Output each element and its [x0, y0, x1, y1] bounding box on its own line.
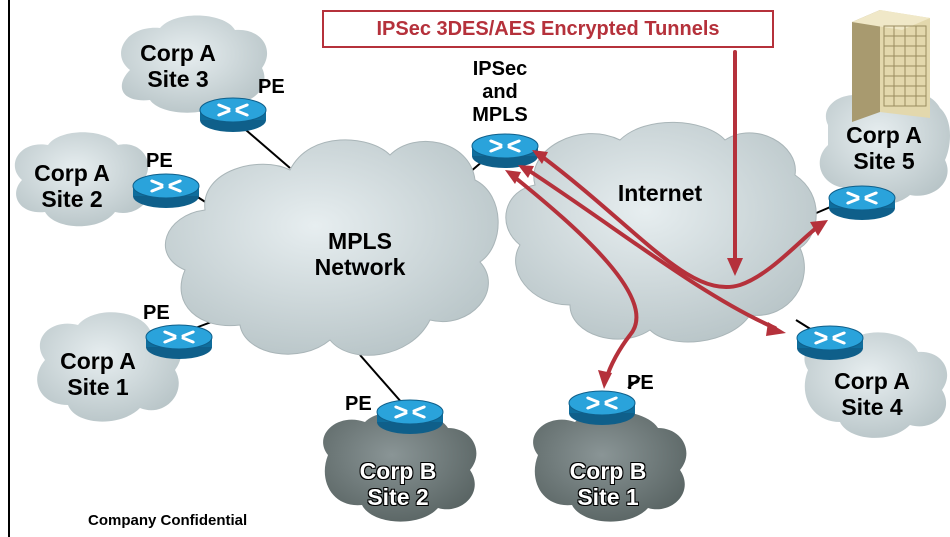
tunnel-callout: IPSec 3DES/AES Encrypted Tunnels — [322, 10, 774, 48]
site-a3-cloud — [121, 15, 268, 113]
pe-label-a2: PE — [146, 150, 173, 172]
left-border-line — [8, 0, 10, 537]
pe-label-a3: PE — [258, 76, 285, 98]
router-pe-b1-icon — [567, 389, 637, 427]
router-a5-icon — [827, 184, 897, 222]
router-pe-a2-icon — [131, 172, 201, 210]
internet-cloud — [505, 121, 817, 343]
pe-label-a1: PE — [143, 302, 170, 324]
site-a1-cloud — [37, 312, 181, 422]
site-b2-cloud — [323, 410, 477, 522]
router-a4-icon — [795, 324, 865, 362]
building-icon — [852, 10, 930, 122]
router-pe-a1-icon — [144, 323, 214, 361]
footer-confidential: Company Confidential — [88, 512, 248, 529]
router-pe-a3-icon — [198, 96, 268, 134]
site-b1-cloud — [533, 410, 687, 522]
router-pe-b2-icon — [375, 398, 445, 436]
site-a2-cloud — [14, 132, 150, 227]
encrypted-tunnels — [510, 50, 822, 382]
router-ipsec-mpls-icon — [470, 132, 540, 170]
internet-cloud-label: Internet — [617, 180, 703, 206]
mpls-cloud — [164, 139, 499, 356]
pe-label-b1: PE — [627, 372, 654, 394]
pe-label-b2: PE — [345, 393, 372, 415]
tunnel-arrowheads — [505, 150, 828, 389]
